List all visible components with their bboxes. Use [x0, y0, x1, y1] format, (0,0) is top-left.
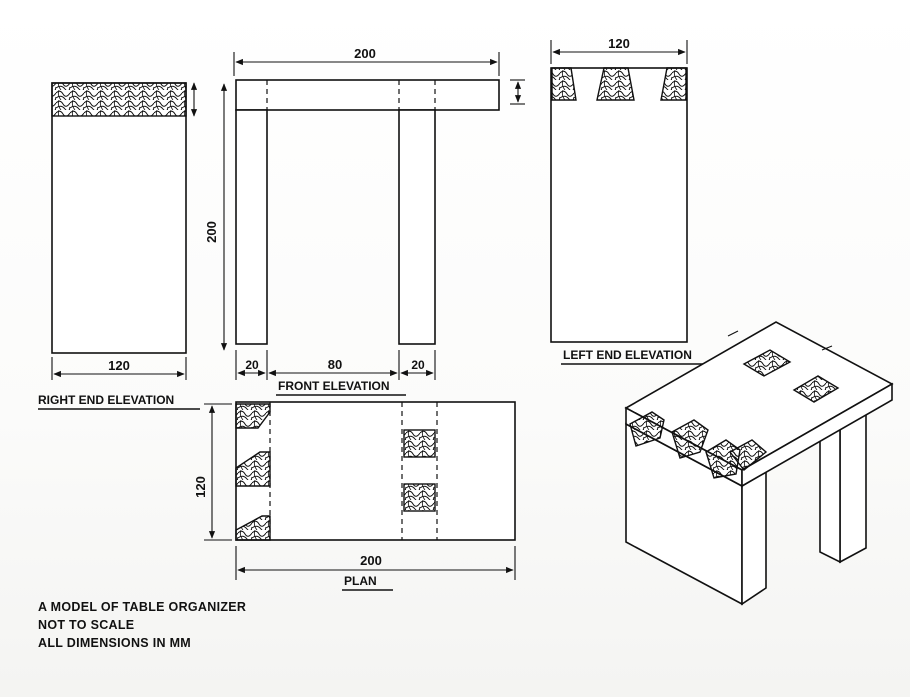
right-end-outline [51, 82, 187, 354]
note-scale: NOT TO SCALE [38, 618, 135, 632]
iso-dovetail [671, 419, 709, 459]
front-width-value: 200 [354, 46, 376, 61]
front-left-leg [235, 109, 268, 345]
iso-top-side-edge [741, 382, 893, 488]
dovetail-socket [660, 67, 687, 101]
note-title: A MODEL OF TABLE ORGANIZER [38, 600, 247, 614]
iso-back-leg-face [819, 426, 841, 564]
isometric-view [624, 321, 894, 606]
front-elevation: 200 200 20 80 20 FRONT ELEVATION [204, 46, 525, 396]
sketch-mark [727, 330, 739, 337]
right-end-width-value: 120 [108, 358, 130, 373]
leg-gap-value: 80 [328, 357, 342, 372]
iso-mortise [792, 375, 840, 403]
note-units: ALL DIMENSIONS IN MM [38, 636, 191, 650]
through-mortise [403, 483, 436, 512]
right-end-dovetail-section [51, 82, 187, 117]
front-title: FRONT ELEVATION [278, 379, 390, 393]
front-right-leg [398, 109, 436, 345]
left-leg-value: 20 [245, 358, 259, 372]
left-end-title: LEFT END ELEVATION [563, 348, 692, 362]
dovetail-socket [596, 67, 635, 101]
plan-width-value: 200 [360, 553, 382, 568]
iso-dovetail [728, 439, 768, 471]
drawing-notes: A MODEL OF TABLE ORGANIZER NOT TO SCALE … [38, 598, 246, 652]
right-end-title: RIGHT END ELEVATION [38, 393, 174, 407]
break-mark [821, 345, 833, 351]
plan-depth-value: 120 [193, 476, 208, 498]
iso-back-leg [839, 410, 867, 564]
dovetail-pin [235, 515, 271, 541]
plan-title: PLAN [344, 574, 377, 588]
front-height-value: 200 [204, 221, 219, 243]
right-end-elevation: 120 RIGHT END ELEVATION [38, 82, 200, 410]
right-leg-value: 20 [411, 358, 425, 372]
plan-view: 120 200 PLAN [193, 401, 516, 591]
iso-mortise [742, 349, 792, 377]
plan-outline [235, 401, 516, 541]
left-end-width-value: 120 [608, 36, 630, 51]
through-mortise [403, 429, 436, 458]
iso-dovetail [629, 411, 665, 447]
left-end-outline [550, 67, 688, 343]
left-end-elevation: 120 LEFT END ELEVATION [550, 36, 706, 365]
iso-front-leg-side [741, 470, 767, 606]
front-top-board [235, 79, 500, 111]
dovetail-socket [551, 67, 577, 101]
dovetail-pin [235, 403, 271, 429]
dovetail-pin [235, 451, 271, 487]
